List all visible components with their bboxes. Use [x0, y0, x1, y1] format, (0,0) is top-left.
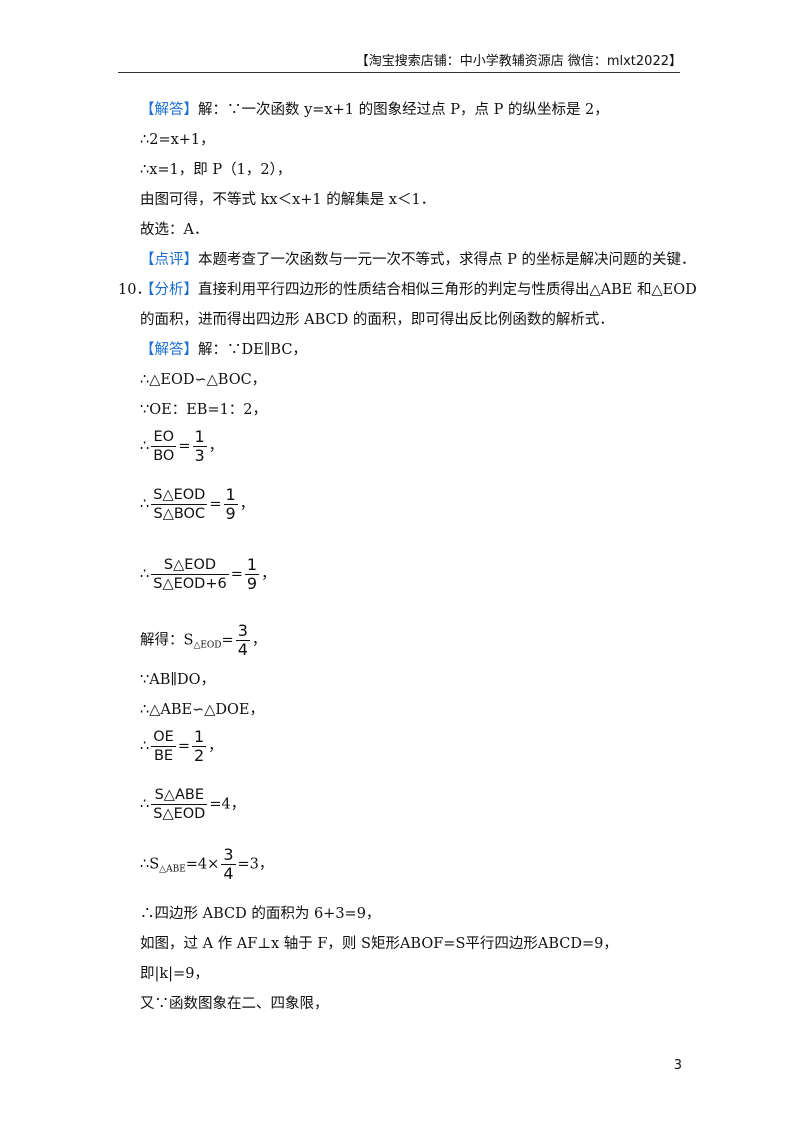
- equals: =: [209, 496, 222, 513]
- q9-line-3: ∴x=1，即 P（1，2），: [140, 162, 292, 178]
- subscript: △ABE: [159, 864, 186, 875]
- q10-solution-1: 【解答】解：∵DE∥BC，: [140, 340, 307, 360]
- denominator: BO: [153, 448, 175, 464]
- numerator: S△ABE: [151, 786, 208, 805]
- q10-analysis-1: 【分析】直接利用平行四边形的性质结合相似三角形的判定与性质得出△ABE 和△EO…: [140, 280, 697, 300]
- denominator: 4: [223, 864, 234, 883]
- q10-analysis-2: 的面积，进而得出四边形 ABCD 的面积，即可得出反比例函数的解析式．: [140, 312, 614, 328]
- numerator: 3: [221, 845, 236, 865]
- multiplication: =4×: [185, 856, 220, 873]
- therefore-symbol: ∴: [140, 438, 150, 455]
- therefore-symbol: ∴: [140, 738, 150, 755]
- therefore-symbol: ∴: [140, 796, 150, 813]
- punctuation: ，: [251, 632, 267, 649]
- answer-tag: 【解答】: [140, 342, 198, 358]
- numerator: 1: [244, 555, 260, 575]
- q9-line-1: 【解答】解：∵一次函数 y=x+1 的图象经过点 P，点 P 的纵坐标是 2，: [140, 100, 609, 120]
- denominator: S△EOD+6: [153, 576, 227, 592]
- q10-solution-16: 又∵函数图象在二、四象限，: [140, 996, 329, 1012]
- question-number: 10．: [118, 282, 151, 298]
- q9-line-4: 由图可得，不等式 kx＜x+1 的解集是 x＜1．: [140, 192, 436, 208]
- result: =4，: [209, 796, 246, 813]
- punctuation: ，: [261, 566, 276, 583]
- analysis-text-1: 直接利用平行四边形的性质结合相似三角形的判定与性质得出△ABE 和△EOD: [198, 282, 697, 298]
- solve-text: 解得：S: [140, 632, 194, 649]
- answer-tag: 【解答】: [140, 102, 198, 118]
- denominator: 3: [194, 446, 205, 465]
- denominator: S△BOC: [153, 506, 206, 522]
- q9-line-2: ∴2=x+1，: [140, 132, 215, 148]
- therefore-symbol: ∴: [140, 496, 150, 513]
- numerator: OE: [151, 729, 176, 747]
- denominator: BE: [153, 748, 174, 764]
- denominator: 2: [193, 746, 205, 765]
- numerator: 1: [191, 727, 207, 747]
- q10-solution-8: ∵AB∥DO，: [140, 672, 216, 688]
- q9-line-5: 故选：A．: [140, 222, 209, 238]
- equals: =: [178, 438, 191, 455]
- denominator: 9: [246, 574, 258, 593]
- denominator: 9: [225, 504, 236, 523]
- numerator: S△EOD: [151, 487, 208, 505]
- q10-solution-2: ∴△EOD∽△BOC，: [140, 372, 267, 388]
- q10-solution-15: 即|k|=9，: [140, 966, 209, 982]
- header-rule: [118, 72, 680, 73]
- comment-text: 本题考查了一次函数与一元一次不等式，求得点 P 的坐标是解决问题的关键．: [198, 252, 696, 268]
- denominator: S△EOD: [153, 806, 206, 822]
- page-number: 3: [673, 1058, 682, 1073]
- analysis-tag: 【分析】: [140, 282, 198, 298]
- q9-comment: 【点评】本题考查了一次函数与一元一次不等式，求得点 P 的坐标是解决问题的关键．: [140, 250, 695, 270]
- q10-solution-14: 如图，过 A 作 AF⊥x 轴于 F，则 S矩形ABOF=S平行四边形ABCD=…: [140, 936, 618, 952]
- equals: =: [230, 566, 243, 583]
- comment-tag: 【点评】: [140, 252, 198, 268]
- denominator: 4: [237, 640, 248, 659]
- numerator: 1: [223, 485, 238, 505]
- q9-text-1: 解：∵一次函数 y=x+1 的图象经过点 P，点 P 的纵坐标是 2，: [198, 102, 609, 118]
- therefore-symbol: ∴S: [140, 856, 160, 873]
- therefore-symbol: ∴: [140, 566, 150, 583]
- q10-solution-3: ∵OE：EB=1：2，: [140, 402, 268, 418]
- equals: =: [177, 738, 190, 755]
- q10-solution-13: ∴四边形 ABCD 的面积为 6+3=9，: [140, 906, 381, 922]
- numerator: EO: [151, 428, 177, 447]
- solution-text-1: 解：∵DE∥BC，: [198, 342, 307, 358]
- numerator: S△EOD: [151, 556, 229, 575]
- subscript: △EOD: [193, 640, 222, 651]
- numerator: 1: [192, 427, 207, 447]
- punctuation: ，: [208, 438, 224, 455]
- equals: =: [221, 632, 234, 649]
- numerator: 3: [235, 621, 250, 641]
- punctuation: ，: [239, 496, 255, 513]
- page-header: 【淘宝搜索店铺：中小学教辅资源店 微信：mlxt2022】: [355, 54, 682, 69]
- q10-solution-9: ∴△ABE∽△DOE，: [140, 702, 264, 718]
- result: =3，: [237, 856, 274, 873]
- punctuation: ，: [208, 738, 223, 755]
